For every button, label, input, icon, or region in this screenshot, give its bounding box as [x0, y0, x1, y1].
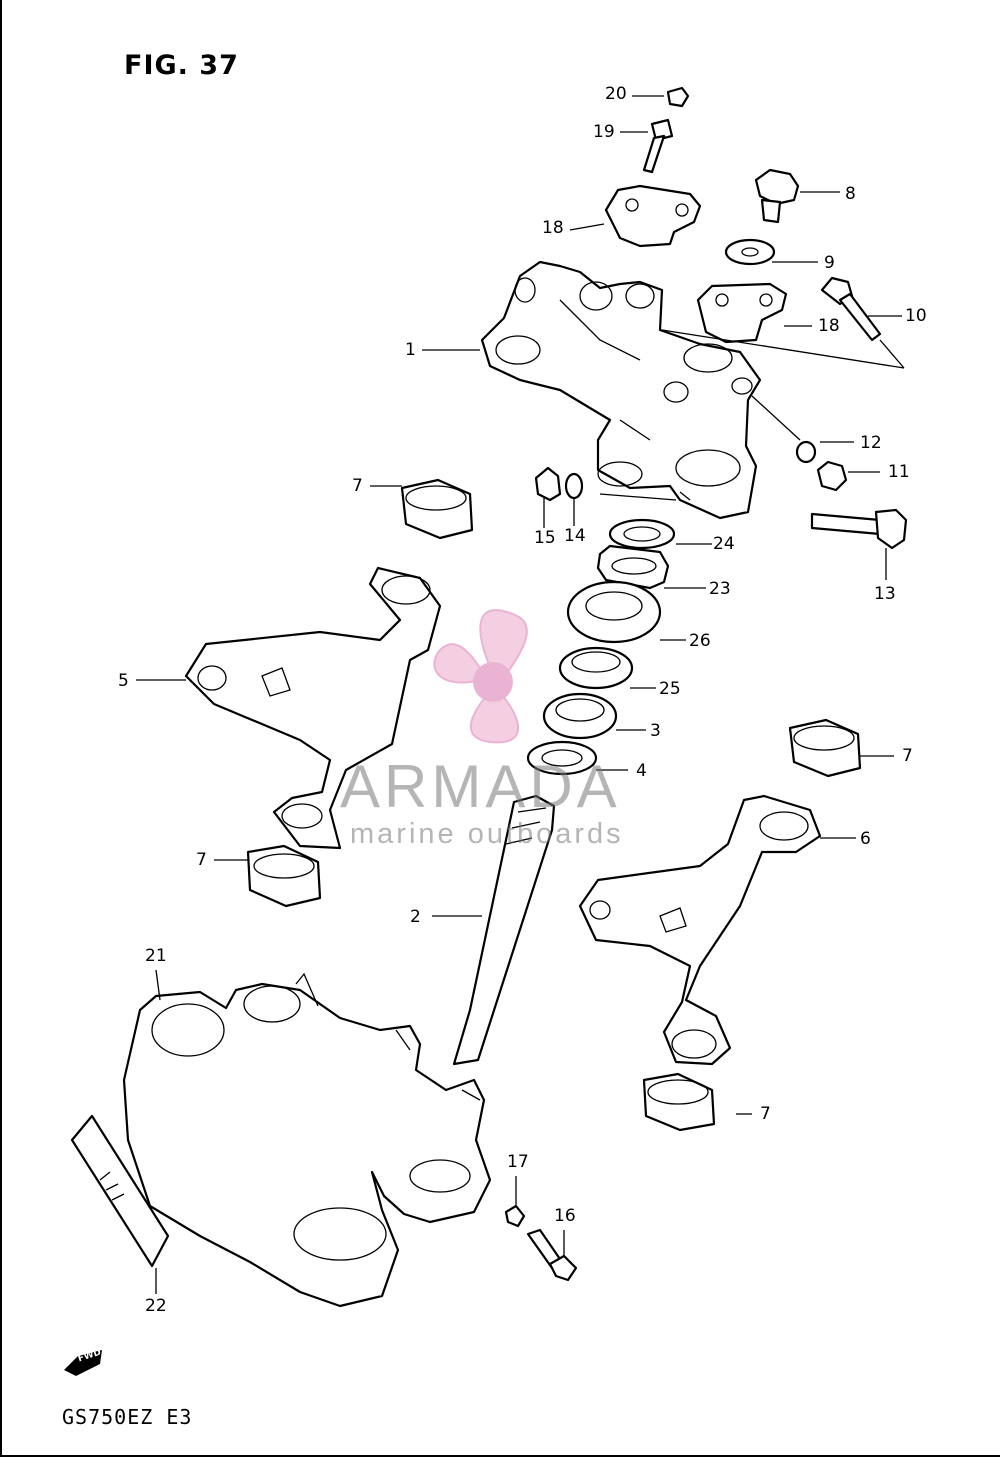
callout-5: 5 [118, 671, 129, 691]
watermark-brand: ARMADA [340, 753, 621, 820]
model-code: GS750EZ E3 [62, 1405, 193, 1429]
leader-lines [136, 95, 905, 1294]
part-16-bolt [526, 1228, 578, 1282]
part-24-washer [608, 518, 676, 550]
callout-24: 24 [713, 534, 735, 554]
watermark-tagline: marine outboards [350, 818, 624, 850]
callout-9: 9 [824, 253, 835, 273]
part-11-nut [816, 460, 848, 492]
callout-6: 6 [860, 829, 871, 849]
part-26-cover [566, 580, 662, 644]
part-17-washer [504, 1204, 526, 1228]
callout-16: 16 [554, 1206, 576, 1226]
callout-7: 7 [352, 476, 363, 496]
figure-title: FIG. 37 [124, 50, 239, 81]
part-3-bearing [542, 692, 618, 740]
part-15-cap-nut [534, 466, 562, 502]
part-8-bolt [754, 168, 800, 224]
part-19-bolt [642, 118, 674, 174]
callout-11: 11 [888, 462, 910, 482]
part-4-dust-seal [526, 740, 598, 776]
callout-1: 1 [405, 340, 416, 360]
part-7-grommet-b [788, 718, 862, 778]
callout-21: 21 [145, 946, 167, 966]
callout-7-b: 7 [902, 746, 913, 766]
part-23-nut [596, 544, 670, 590]
part-18-holder-lower [696, 282, 788, 344]
part-6-bracket-right [578, 794, 822, 1066]
part-14-washer [564, 472, 584, 500]
callout-12: 12 [860, 433, 882, 453]
part-21-lower-bracket [122, 972, 492, 1308]
part-1-upper-bracket [480, 260, 762, 520]
callout-23: 23 [709, 579, 731, 599]
callout-3: 3 [650, 721, 661, 741]
callout-14: 14 [564, 526, 586, 546]
callout-22: 22 [145, 1296, 167, 1316]
armada-logo-icon [433, 609, 528, 744]
callout-26: 26 [689, 631, 711, 651]
part-20-screw [666, 86, 690, 108]
callout-7-d: 7 [760, 1104, 771, 1124]
part-25-bearing [558, 646, 634, 690]
part-7-grommet-a [400, 478, 474, 540]
callout-18-b: 18 [818, 316, 840, 336]
part-9-washer [724, 238, 776, 266]
callout-25: 25 [659, 679, 681, 699]
part-13-bolt [810, 508, 908, 550]
part-5-bracket-left [184, 566, 442, 850]
callout-4: 4 [636, 761, 647, 781]
part-12-nut [795, 440, 817, 464]
callout-8: 8 [845, 184, 856, 204]
callout-15: 15 [534, 528, 556, 548]
part-10-bolt [820, 276, 882, 342]
callout-10: 10 [905, 306, 927, 326]
callout-20: 20 [605, 84, 627, 104]
part-22-label-plate [70, 1114, 170, 1268]
fwd-arrow-icon [64, 1350, 102, 1376]
part-7-grommet-d [642, 1072, 716, 1132]
callout-2: 2 [410, 907, 421, 927]
callout-13: 13 [874, 584, 896, 604]
callout-18: 18 [542, 218, 564, 238]
part-18-holder-upper [604, 184, 702, 248]
callout-7-c: 7 [196, 850, 207, 870]
part-2-steering-stem [452, 794, 556, 1066]
callout-17: 17 [507, 1152, 529, 1172]
part-7-grommet-c [246, 844, 322, 908]
callout-19: 19 [593, 122, 615, 142]
